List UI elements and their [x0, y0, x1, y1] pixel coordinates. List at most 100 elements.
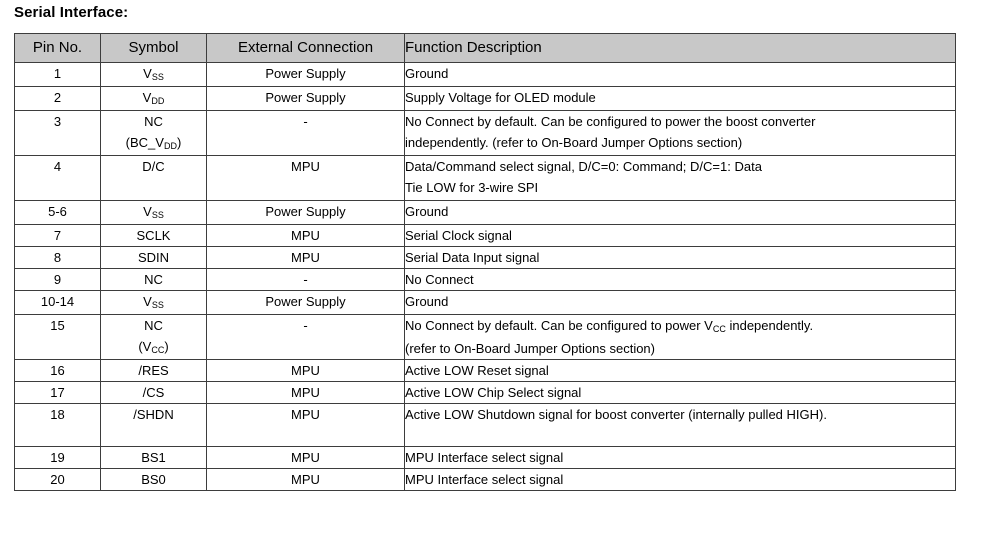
cell-external-connection: Power Supply [206, 62, 405, 87]
symbol-text: SCLK [136, 228, 171, 243]
cell-function-description: No Connect by default. Can be configured… [404, 110, 956, 156]
page-title: Serial Interface: [14, 4, 129, 21]
function-description-text-line2: (refer to On-Board Jumper Options sectio… [405, 341, 655, 356]
cell-function-description: Ground [404, 200, 956, 225]
function-description-text: Active LOW Shutdown signal for boost con… [405, 407, 827, 422]
function-description-text-line2: independently. (refer to On-Board Jumper… [405, 135, 743, 150]
pin-no-text: 19 [50, 450, 65, 465]
external-connection-text: MPU [291, 250, 320, 265]
external-connection-text: Power Supply [265, 66, 346, 81]
function-description-text-line2: Tie LOW for 3-wire SPI [405, 180, 539, 195]
cell-external-connection: Power Supply [206, 290, 405, 315]
pin-no-text: 4 [53, 159, 62, 174]
function-description-text: Serial Clock signal [405, 228, 512, 243]
cell-function-description: Ground [404, 62, 956, 87]
cell-symbol: SDIN [100, 246, 207, 269]
symbol-text: BS1 [141, 450, 166, 465]
table-row: 1 VSS Power Supply Ground [14, 62, 956, 87]
subscript-text: CC [151, 345, 165, 355]
pin-no-text: 3 [53, 114, 62, 129]
function-description-text: MPU Interface select signal [405, 472, 564, 487]
column-header-pin-no: Pin No. [14, 33, 101, 63]
cell-external-connection: MPU [206, 381, 405, 404]
column-header-symbol: Symbol [100, 33, 207, 63]
table-row: 15 NC(VCC) - No Connect by default. Can be … [14, 314, 956, 360]
cell-pin-no: 4 [14, 155, 101, 201]
table-row: 19 BS1 MPU MPU Interface select signal [14, 446, 956, 469]
external-connection-text: MPU [291, 363, 320, 378]
cell-function-description: Active LOW Shutdown signal for boost con… [404, 403, 956, 447]
subscript-text: SS [151, 210, 164, 220]
pin-no-text: 2 [53, 90, 62, 105]
cell-external-connection: Power Supply [206, 200, 405, 225]
subscript-text: SS [151, 72, 164, 82]
cell-symbol: /RES [100, 359, 207, 382]
symbol-text: NC [144, 114, 163, 129]
cell-pin-no: 7 [14, 224, 101, 247]
cell-symbol: NC (BC_VDD) [100, 110, 207, 156]
column-header-function-description: Function Description [404, 33, 956, 63]
cell-external-connection: MPU [206, 468, 405, 491]
external-connection-text: MPU [291, 472, 320, 487]
cell-external-connection: MPU [206, 224, 405, 247]
cell-pin-no: 1 [14, 62, 101, 87]
function-description-text: No Connect [405, 272, 474, 287]
cell-symbol: BS0 [100, 468, 207, 491]
cell-pin-no: 9 [14, 268, 101, 291]
cell-function-description: Active LOW Chip Select signal [404, 381, 956, 404]
table-row: 3 NC (BC_VDD) - No Connect by default. Can b… [14, 110, 956, 156]
cell-symbol: /SHDN [100, 403, 207, 447]
cell-symbol: BS1 [100, 446, 207, 469]
cell-symbol: VSS [100, 200, 207, 225]
external-connection-text: - [303, 318, 308, 333]
cell-symbol: VSS [100, 62, 207, 87]
symbol-text: /CS [142, 385, 165, 400]
symbol-text: VSS [143, 204, 164, 220]
pin-no-text: 15 [50, 318, 65, 333]
cell-external-connection: - [206, 110, 405, 156]
cell-symbol: NC(VCC) [100, 314, 207, 360]
symbol-text: SDIN [137, 250, 170, 265]
cell-pin-no: 18 [14, 403, 101, 447]
cell-external-connection: - [206, 314, 405, 360]
cell-function-description: No Connect by default. Can be configured… [404, 314, 956, 360]
function-description-text: Ground [405, 294, 449, 309]
external-connection-text: MPU [291, 450, 320, 465]
cell-external-connection: - [206, 268, 405, 291]
symbol-text: NC [144, 318, 163, 333]
pin-no-text: 1 [53, 66, 62, 81]
function-description-text: MPU Interface select signal [405, 450, 564, 465]
external-connection-text: - [303, 114, 308, 129]
symbol-text: /RES [138, 363, 169, 378]
function-description-text: Active LOW Chip Select signal [405, 385, 582, 400]
external-connection-text: MPU [291, 385, 320, 400]
external-connection-text: - [303, 272, 308, 287]
symbol-text-line2: (BC_VDD) [125, 135, 182, 151]
subscript-text: SS [151, 300, 164, 310]
cell-function-description: Ground [404, 290, 956, 315]
external-connection-text: Power Supply [265, 204, 346, 219]
column-header-external-connection: External Connection [206, 33, 405, 63]
cell-function-description: No Connect [404, 268, 956, 291]
function-description-text: Active LOW Reset signal [405, 363, 549, 378]
external-connection-text: Power Supply [265, 90, 346, 105]
cell-function-description: Serial Data Input signal [404, 246, 956, 269]
cell-symbol: VDD [100, 86, 207, 111]
subscript-text: DD [163, 141, 177, 151]
function-description-text: Serial Data Input signal [405, 250, 540, 265]
cell-symbol: VSS [100, 290, 207, 315]
external-connection-text: Power Supply [265, 294, 346, 309]
cell-external-connection: MPU [206, 246, 405, 269]
cell-pin-no: 16 [14, 359, 101, 382]
pin-no-text: 18 [50, 407, 65, 422]
cell-function-description: Data/Command select signal, D/C=0: Comma… [404, 155, 956, 201]
cell-function-description: Serial Clock signal [404, 224, 956, 247]
cell-function-description: Active LOW Reset signal [404, 359, 956, 382]
table-row: 16/RES MPU Active LOW Reset signal [14, 359, 956, 382]
